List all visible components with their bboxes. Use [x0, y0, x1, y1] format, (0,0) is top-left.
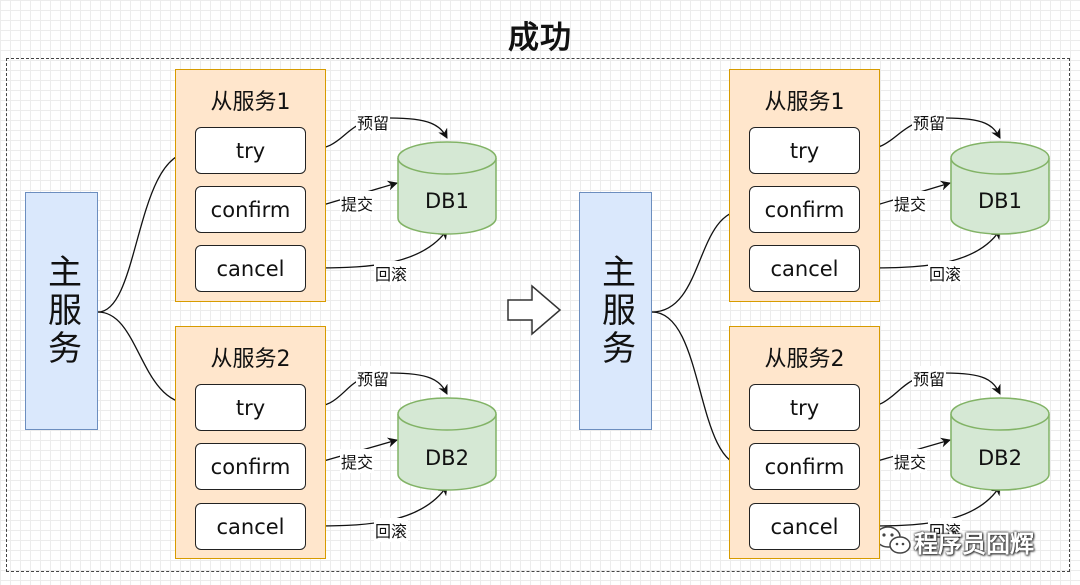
- confirm-1-right: confirm: [749, 186, 860, 233]
- db1-cylinder-right: [950, 141, 1050, 235]
- sub-service-1-title: 从服务1: [210, 90, 291, 115]
- edge-main-to-confirm2: [651, 311, 746, 471]
- edge-main-to-try1: [97, 147, 193, 313]
- cancel-1-left: cancel: [195, 245, 306, 292]
- label-commit-1-right: 提交: [893, 191, 928, 215]
- label-reserve-1-right: 预留: [912, 110, 947, 134]
- db2-label-left: DB2: [425, 446, 469, 470]
- wechat-icon: [875, 526, 911, 554]
- main-service-right: 主服务: [579, 192, 652, 430]
- main-service-left: 主服务: [25, 192, 98, 430]
- label-rollback-2-left: 回滚: [374, 518, 409, 542]
- db2-cylinder-right: [950, 397, 1050, 491]
- confirm-2-left: confirm: [195, 443, 306, 490]
- label-reserve-2-right: 预留: [912, 366, 947, 390]
- label-commit-1-left: 提交: [340, 191, 375, 215]
- outer-dashed-frame: [6, 58, 1070, 572]
- label-reserve-1-left: 预留: [356, 110, 391, 134]
- try-2-left: try: [195, 384, 306, 431]
- sub-service-2-title: 从服务2: [210, 347, 291, 372]
- db1-label-left: DB1: [425, 189, 469, 213]
- db2-cylinder-left: [397, 397, 497, 491]
- cancel-1-right: cancel: [749, 245, 860, 292]
- watermark-text: 程序员囧辉: [914, 530, 1034, 558]
- cancel-2-left: cancel: [195, 503, 306, 550]
- try-1-right: try: [749, 127, 860, 174]
- diagram-title: 成功: [508, 20, 572, 56]
- label-rollback-1-left: 回滚: [374, 261, 409, 285]
- label-commit-2-left: 提交: [340, 449, 375, 473]
- label-reserve-2-left: 预留: [356, 366, 391, 390]
- confirm-2-right: confirm: [749, 443, 860, 490]
- label-rollback-2-right: 回滚: [928, 518, 963, 542]
- confirm-1-left: confirm: [195, 186, 306, 233]
- db1-cylinder-left: [397, 141, 497, 235]
- db2-label-right: DB2: [978, 446, 1022, 470]
- label-commit-2-right: 提交: [893, 449, 928, 473]
- sub-service-2-title-right: 从服务2: [764, 347, 845, 372]
- db1-label-right: DB1: [978, 189, 1022, 213]
- label-rollback-1-right: 回滚: [928, 261, 963, 285]
- sub-service-1-title-right: 从服务1: [764, 90, 845, 115]
- try-1-left: try: [195, 127, 306, 174]
- try-2-right: try: [749, 384, 860, 431]
- transition-arrow: [507, 284, 562, 336]
- cancel-2-right: cancel: [749, 503, 860, 550]
